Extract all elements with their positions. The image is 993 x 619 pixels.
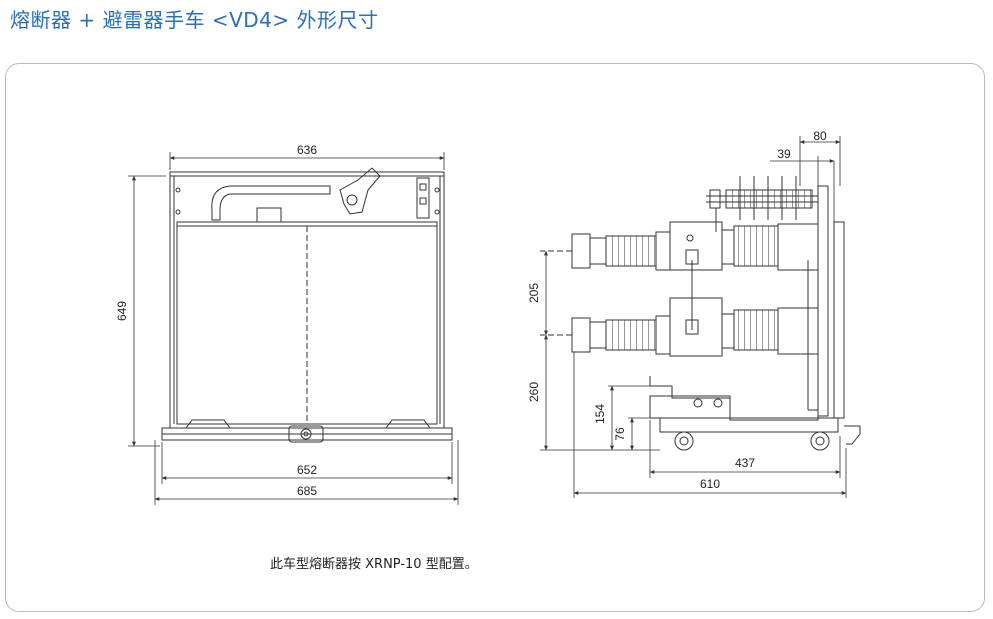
front-dimensions — [128, 152, 459, 505]
drawing-panel — [5, 63, 985, 612]
side-rear-rail — [833, 221, 845, 419]
drawing-caption: 此车型熔断器按 XRNP-10 型配置。 — [270, 557, 478, 572]
side-view — [540, 176, 861, 451]
side-dimensions — [540, 136, 847, 498]
dim-39: 39 — [777, 147, 791, 161]
dim-649: 649 — [115, 301, 129, 321]
dim-652: 652 — [297, 463, 317, 477]
front-left-handle — [185, 419, 231, 429]
dim-205: 205 — [527, 283, 541, 303]
side-front-wheel — [674, 431, 694, 451]
dim-80: 80 — [813, 129, 827, 143]
side-upper-pole — [540, 221, 819, 271]
dim-685: 685 — [297, 484, 317, 498]
dim-154: 154 — [593, 404, 607, 424]
front-view — [161, 167, 453, 443]
front-panel-plate — [176, 221, 438, 425]
front-mechanism-cable-guide — [211, 185, 331, 221]
front-mechanism-block — [256, 207, 282, 223]
dim-76: 76 — [613, 427, 627, 441]
dim-610: 610 — [700, 477, 720, 491]
side-truck-base — [659, 417, 839, 433]
front-position-indicator — [416, 177, 430, 219]
page-title: 熔断器 + 避雷器手车 <VD4> 外形尺寸 — [10, 8, 379, 32]
side-rear-wheel — [810, 431, 830, 451]
side-chassis — [649, 376, 819, 421]
front-center-lock — [288, 425, 324, 443]
side-surge-arrester — [725, 176, 813, 220]
side-rear-handle — [844, 425, 861, 445]
dim-437: 437 — [735, 456, 755, 470]
front-right-handle — [385, 419, 431, 429]
dim-636: 636 — [297, 143, 317, 157]
front-operating-lever — [339, 167, 381, 215]
side-frame-post — [817, 185, 829, 417]
side-lower-pole — [540, 297, 819, 357]
dim-260: 260 — [527, 382, 541, 402]
